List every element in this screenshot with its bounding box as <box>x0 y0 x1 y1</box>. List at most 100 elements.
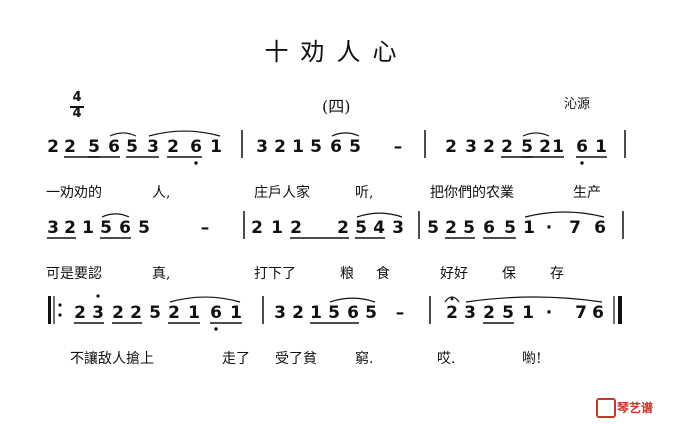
slur-arc <box>465 296 603 303</box>
note-digit: · <box>546 218 552 238</box>
note-digit: 1 <box>82 218 94 238</box>
note-digit: – <box>394 137 403 157</box>
lyric-text: 打下了 <box>254 265 296 282</box>
lyric-text: 不讓敌人搶上 <box>70 350 154 367</box>
time-signature-bottom: 4 <box>72 106 82 121</box>
slur-arc <box>329 297 376 303</box>
lyric-text: 把你們的农業 <box>430 185 514 201</box>
fermata-arc <box>444 296 460 303</box>
lyric-text: 好好 <box>440 266 468 282</box>
slur-arc <box>148 130 221 137</box>
repeat-dot <box>58 313 62 317</box>
note-digit: 2 <box>112 303 124 323</box>
note-digit: 2 <box>64 218 76 238</box>
watermark-logo-icon <box>596 398 616 418</box>
octave-dot <box>214 327 218 331</box>
note-digit: 3 <box>392 218 404 238</box>
note-digit: 2 <box>168 303 180 323</box>
slur-arc <box>109 132 137 137</box>
lyric-text: 一劝劝的 <box>46 185 102 201</box>
note-digit: 2 <box>167 137 179 157</box>
lyric-text: 粮 <box>340 266 354 282</box>
time-signature-line <box>70 106 84 108</box>
note-digit: 2 <box>337 218 349 238</box>
octave-dot-above <box>96 294 100 298</box>
note-digit: 5 <box>100 218 112 238</box>
note-digit: 6 <box>119 218 131 238</box>
watermark-text: 琴艺谱 <box>617 401 654 415</box>
note-digit: 1 <box>523 218 535 238</box>
note-digit: 6 <box>483 218 495 238</box>
note-digit: 3 <box>147 137 159 157</box>
slur-arc <box>522 132 550 137</box>
note-digit: 4 <box>373 218 385 238</box>
note-digit: 3 <box>47 218 59 238</box>
note-digit: 2 <box>483 303 495 323</box>
lyric-text: 哎. <box>437 351 455 367</box>
note-digit: 1 <box>188 303 200 323</box>
note-digit: 6 <box>190 137 202 157</box>
note-digit: 5 <box>349 137 361 157</box>
note-digit: 5 <box>328 303 340 323</box>
note-digit: 2 <box>251 218 263 238</box>
note-digit: 3 <box>464 303 476 323</box>
note-digit: 3 <box>92 303 104 323</box>
note-digit: – <box>396 303 405 323</box>
note-digit: 5 <box>521 137 533 157</box>
note-digit: 1 <box>552 137 564 157</box>
lyric-text: 庄戶人家 <box>254 184 310 201</box>
note-digit: 5 <box>502 303 514 323</box>
note-digit: 2 <box>74 303 86 323</box>
time-signature-top: 4 <box>72 90 82 105</box>
slur-arc <box>331 132 360 137</box>
note-digit: 5 <box>310 137 322 157</box>
note-digit: 5 <box>427 218 439 238</box>
lyric-text: 走了 <box>222 351 250 367</box>
note-digit: 2 <box>501 137 513 157</box>
note-digit: 2 <box>64 137 76 157</box>
lyric-text: 窮. <box>355 351 373 367</box>
note-digit: 5 <box>365 303 377 323</box>
fermata-dot <box>450 297 454 301</box>
note-digit: 1 <box>310 303 322 323</box>
note-digit: 3 <box>256 137 268 157</box>
note-digit: 5 <box>126 137 138 157</box>
repeat-bar-thick <box>48 296 51 324</box>
lyric-text: 保 <box>502 266 516 282</box>
note-digit: 2 <box>445 218 457 238</box>
lyric-text: 受了貧 <box>275 351 317 367</box>
note-digit: 6 <box>108 137 120 157</box>
page-title: 十劝人心 <box>264 38 409 66</box>
repeat-dot <box>58 303 62 307</box>
note-digit: 2 <box>483 137 495 157</box>
note-digit: 6 <box>594 218 606 238</box>
note-digit: 1 <box>210 137 222 157</box>
note-digit: 2 <box>539 137 551 157</box>
lyric-text: 喲! <box>522 351 542 367</box>
lyric-text: 人, <box>152 185 170 201</box>
note-digit: 3 <box>274 303 286 323</box>
note-digit: 1 <box>522 303 534 323</box>
note-digit: 3 <box>465 137 477 157</box>
lyric-text: 存 <box>550 266 564 282</box>
note-digit: 5 <box>504 218 516 238</box>
note-digit: 2 <box>446 303 458 323</box>
slur-arc <box>356 212 403 218</box>
note-digit: – <box>201 218 210 238</box>
note-digit: 1 <box>595 137 607 157</box>
note-digit: 1 <box>292 137 304 157</box>
note-digit: 6 <box>330 137 342 157</box>
section-number: (四) <box>322 97 351 116</box>
note-digit: 2 <box>274 137 286 157</box>
note-digit: 2 <box>445 137 457 157</box>
note-digit: 1 <box>271 218 283 238</box>
slur-arc <box>101 213 130 218</box>
note-digit: 2 <box>292 303 304 323</box>
octave-dot <box>194 161 198 165</box>
note-digit: 5 <box>355 218 367 238</box>
note-digit: 6 <box>592 303 604 323</box>
note-digit: 5 <box>149 303 161 323</box>
note-digit: 5 <box>138 218 150 238</box>
note-digit: 6 <box>347 303 359 323</box>
